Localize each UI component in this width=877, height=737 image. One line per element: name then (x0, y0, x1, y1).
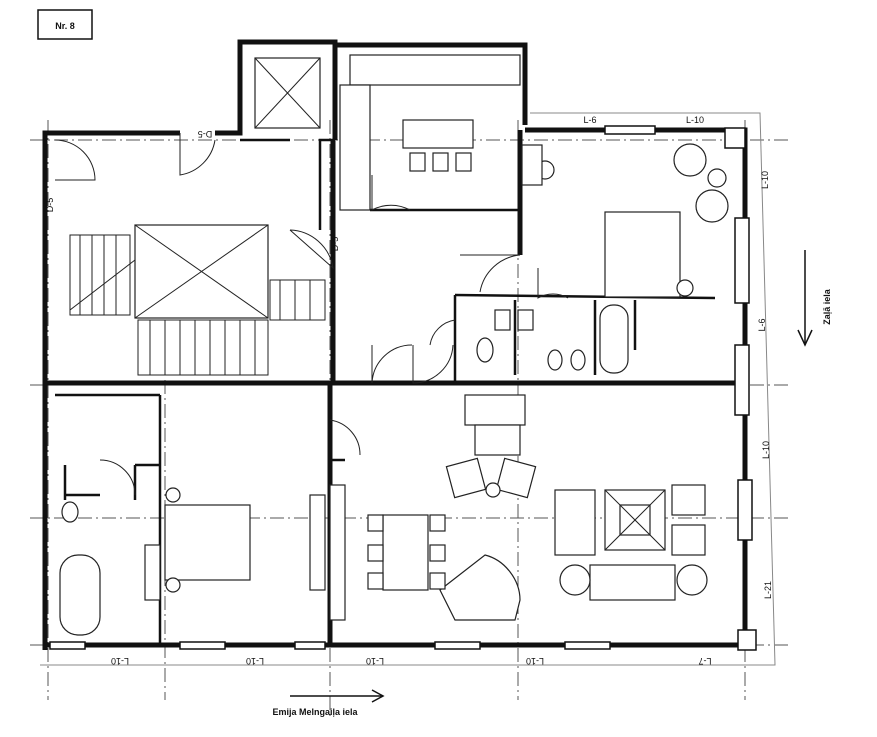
stairs (69, 234, 326, 376)
door-label-left: D-5 (45, 198, 55, 213)
elevator-shaft (254, 57, 321, 129)
window-label: L-10 (246, 656, 264, 666)
kitchen (339, 54, 521, 211)
window-label: L-10 (111, 656, 129, 666)
labels: D-5 D-5 D-5 L-6 L-10 L-10 L-6 L-10 L-21 … (45, 115, 773, 666)
street-bottom: Emija Melngaiļa iela (272, 689, 385, 717)
window-label: L-7 (698, 656, 711, 666)
window-label: L-10 (366, 656, 384, 666)
bedroom-top-right (476, 143, 729, 374)
window-label: L-6 (583, 115, 596, 125)
door-label-stair: D-5 (330, 237, 340, 252)
stair-well (134, 224, 269, 319)
windows (49, 125, 757, 651)
plan-number-badge: Nr. 8 (37, 9, 93, 40)
window-label: L-21 (763, 581, 773, 599)
living-area (329, 394, 708, 621)
window-label: L-10 (686, 115, 704, 125)
bedroom-bottom-left (59, 487, 326, 636)
door-label-top: D-5 (198, 129, 213, 139)
window-label: L-10 (760, 171, 770, 189)
street-name-bottom: Emija Melngaiļa iela (272, 707, 358, 717)
window-label: L-6 (757, 318, 767, 331)
street-right: Zaļā iela (797, 250, 832, 347)
window-label: L-10 (761, 441, 771, 459)
door-swings (54, 133, 569, 496)
plan-number: Nr. 8 (55, 21, 75, 31)
window-label: L-10 (526, 656, 544, 666)
site-boundary (40, 112, 776, 666)
street-name-right: Zaļā iela (822, 288, 832, 325)
